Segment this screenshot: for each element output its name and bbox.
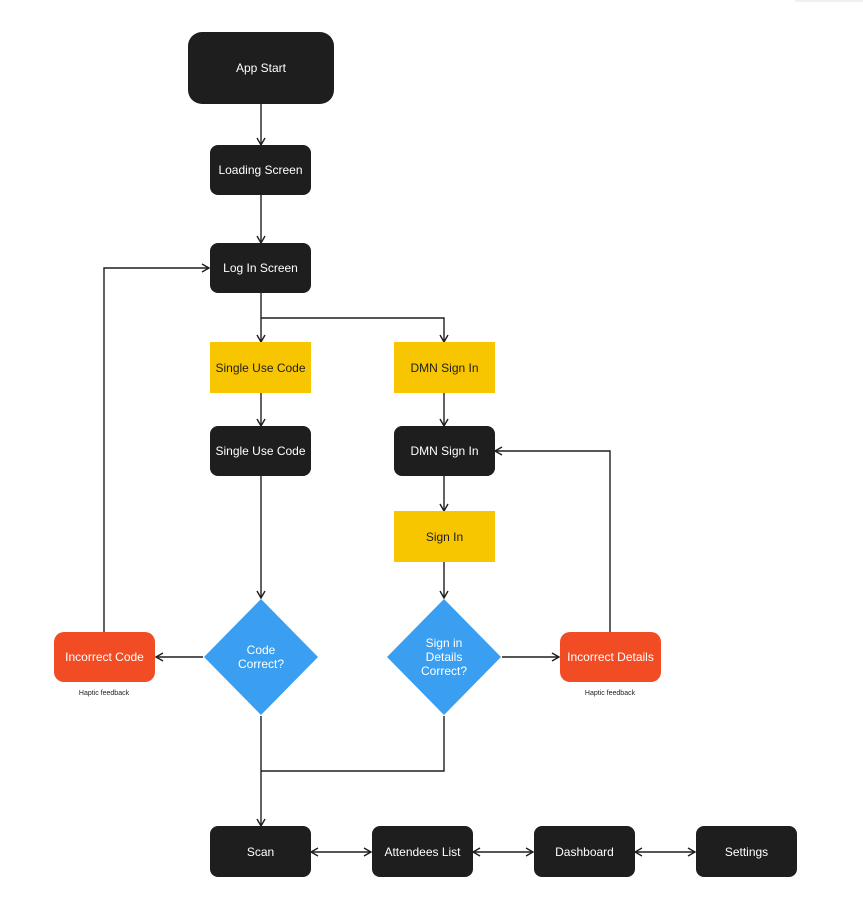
node-dashboard: Dashboard [534,826,635,877]
node-single-use-code-screen: Single Use Code [210,426,311,476]
node-details-correct-decision: Sign in Details Correct? [386,598,502,716]
decision-label: Sign in Details Correct? [420,636,467,678]
diamond-shape [204,599,318,715]
node-dmn-sign-in-option: DMN Sign In [394,342,495,393]
note-haptic-feedback-right: Haptic feedback [584,690,636,697]
node-attendees-list: Attendees List [372,826,473,877]
node-settings: Settings [696,826,797,877]
decision-label: Code Correct? [237,643,284,671]
note-haptic-feedback-left: Haptic feedback [78,690,130,697]
node-dmn-sign-in-screen: DMN Sign In [394,426,495,476]
node-log-in-screen: Log In Screen [210,243,311,293]
connector-incorrect-code-to-login [103,263,211,632]
node-incorrect-code: Incorrect Code [54,632,155,682]
node-single-use-code-option: Single Use Code [210,342,311,393]
connector-incorrect-details-to-dmn [493,446,611,632]
node-incorrect-details: Incorrect Details [560,632,661,682]
node-app-start: App Start [188,32,334,104]
node-scan: Scan [210,826,311,877]
corner-tab [795,0,863,2]
diamond-shape [387,599,501,715]
connector-login-to-dmn [261,317,449,344]
node-loading-screen: Loading Screen [210,145,311,195]
node-code-correct-decision: Code Correct? [203,598,319,716]
connector-details-correct-to-scan [261,716,445,772]
node-sign-in-action: Sign In [394,511,495,562]
